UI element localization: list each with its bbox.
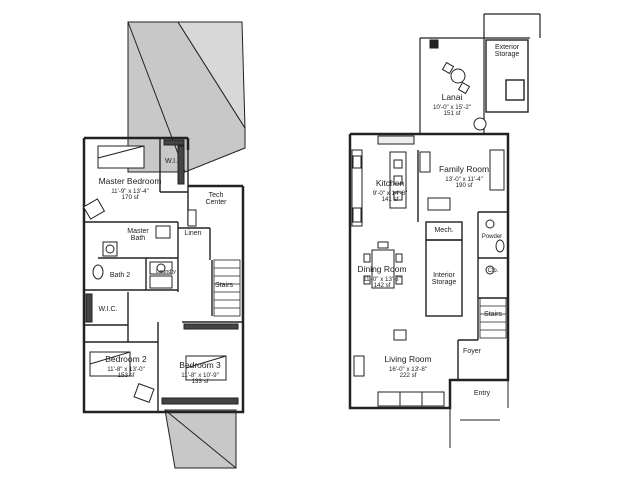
family-room-dims: 13'-0" x 11'-4" bbox=[445, 175, 483, 183]
dining-room-dims: 11'-0" x 13'-8" bbox=[363, 275, 401, 283]
lanai-area: 151 sf bbox=[443, 110, 461, 118]
interior-storage-label: Interior Storage bbox=[431, 272, 457, 287]
entry-steps bbox=[449, 380, 509, 448]
lanai-furniture bbox=[429, 39, 487, 131]
upper-stairs bbox=[213, 259, 241, 317]
powder-fixtures bbox=[485, 219, 505, 275]
dining-room-name: Dining Room bbox=[357, 264, 407, 274]
exterior-storage-label: Exterior Storage bbox=[494, 44, 520, 59]
lanai-area bbox=[419, 13, 541, 134]
roof-top bbox=[127, 21, 246, 173]
family-room-name: Family Room bbox=[438, 164, 490, 174]
upper-fixtures bbox=[82, 139, 239, 405]
master-wic-label: W.I. bbox=[164, 158, 178, 165]
kitchen-label: Kitchen 9'-0" x 14'-8" 141 sf bbox=[373, 174, 408, 204]
master-bedroom-dims: 11'-9" x 13'-4" bbox=[111, 187, 149, 195]
master-bedroom-label: Master Bedroom 11'-9" x 13'-4" 170 sf bbox=[99, 172, 162, 202]
wic-label: W.I.C. bbox=[98, 306, 118, 313]
entry-label: Entry bbox=[473, 390, 491, 397]
upper-floor-interior-walls bbox=[84, 138, 243, 412]
bedroom-2-label: Bedroom 2 11'-8" x 13'-0" 153 sf bbox=[105, 350, 147, 380]
lower-stairs bbox=[479, 297, 507, 339]
mech-label: Mech. bbox=[434, 227, 454, 234]
lower-floor-interior-walls bbox=[417, 150, 508, 380]
linen-label: Linen bbox=[184, 230, 202, 237]
upper-floor-walls bbox=[82, 136, 245, 414]
living-room-dims: 16'-0" x 13'-8" bbox=[388, 365, 428, 373]
kitchen-fixtures bbox=[351, 135, 415, 227]
kitchen-dims: 9'-0" x 14'-8" bbox=[372, 189, 408, 197]
living-room-furniture bbox=[353, 329, 445, 407]
powder-label: Powder bbox=[481, 234, 503, 240]
dining-room-label: Dining Room 11'-0" x 13'-8" 142 sf bbox=[357, 260, 406, 290]
master-bath-label: Master Bath bbox=[127, 228, 149, 243]
bedroom-2-area: 153 sf bbox=[117, 372, 135, 380]
family-room-fixtures bbox=[419, 149, 505, 211]
living-room-area: 222 sf bbox=[399, 372, 417, 380]
lower-stairs-label: Stairs bbox=[484, 311, 502, 318]
foyer-label: Foyer bbox=[463, 348, 481, 355]
dining-table bbox=[363, 241, 403, 289]
kitchen-area: 141 sf bbox=[381, 196, 399, 204]
lanai-name: Lanai bbox=[441, 92, 463, 102]
bedroom-3-label: Bedroom 3 11'-8" x 10'-9" 133 sf bbox=[179, 356, 221, 386]
bedroom-3-dims: 11'-8" x 10'-9" bbox=[181, 371, 219, 379]
closet-label: Clo. bbox=[487, 268, 499, 274]
kitchen-name: Kitchen bbox=[375, 178, 405, 188]
lanai-label: Lanai 10'-0" x 15'-2" 151 sf bbox=[433, 88, 471, 118]
master-bedroom-name: Master Bedroom bbox=[98, 176, 162, 186]
upper-stairs-label: Stairs bbox=[215, 282, 233, 289]
laundry-label: Laundry bbox=[156, 269, 176, 275]
tech-center-desk bbox=[187, 209, 197, 227]
dining-room-area: 142 sf bbox=[373, 282, 391, 290]
bedroom-2-name: Bedroom 2 bbox=[105, 354, 147, 364]
living-room-label: Living Room 16'-0" x 13'-8" 222 sf bbox=[384, 350, 431, 380]
master-bedroom-area: 170 sf bbox=[121, 194, 139, 202]
bedroom-3-name: Bedroom 3 bbox=[179, 360, 221, 370]
family-room-area: 190 sf bbox=[455, 182, 473, 190]
bedroom-3-area: 133 sf bbox=[191, 378, 209, 386]
family-room-label: Family Room 13'-0" x 11'-4" 190 sf bbox=[439, 160, 489, 190]
roof-bottom bbox=[164, 409, 237, 469]
bedroom-2-dims: 11'-8" x 13'-0" bbox=[107, 365, 145, 373]
living-room-name: Living Room bbox=[384, 354, 432, 364]
bath-2-label: Bath 2 bbox=[109, 272, 131, 279]
exterior-storage-box bbox=[485, 39, 529, 113]
tech-center-label: Tech Center bbox=[205, 192, 227, 207]
lanai-dims: 10'-0" x 15'-2" bbox=[432, 103, 472, 111]
lower-floor-walls bbox=[348, 132, 510, 410]
